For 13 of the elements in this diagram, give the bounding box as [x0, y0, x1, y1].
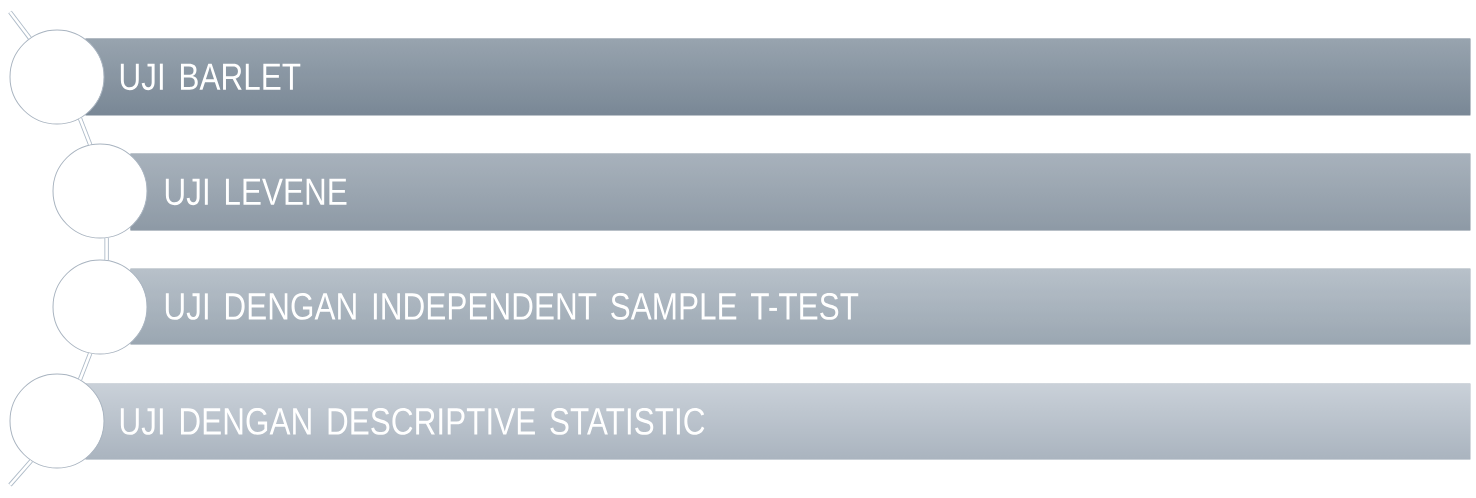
connector-line — [8, 10, 32, 40]
band-label: UJI BARLET — [120, 63, 301, 91]
circle — [52, 143, 148, 239]
connector-line — [8, 459, 33, 487]
band-label: UJI DENGAN INDEPENDENT SAMPLE T-TEST — [165, 292, 859, 320]
band-label: UJI DENGAN DESCRIPTIVE STATISTIC — [120, 407, 705, 435]
circle — [9, 373, 105, 469]
connector-line — [77, 352, 93, 381]
connector-line — [104, 238, 109, 260]
circle — [9, 29, 105, 125]
circle — [52, 259, 148, 355]
connector-line — [77, 117, 93, 146]
band-label: UJI LEVENE — [165, 178, 347, 206]
